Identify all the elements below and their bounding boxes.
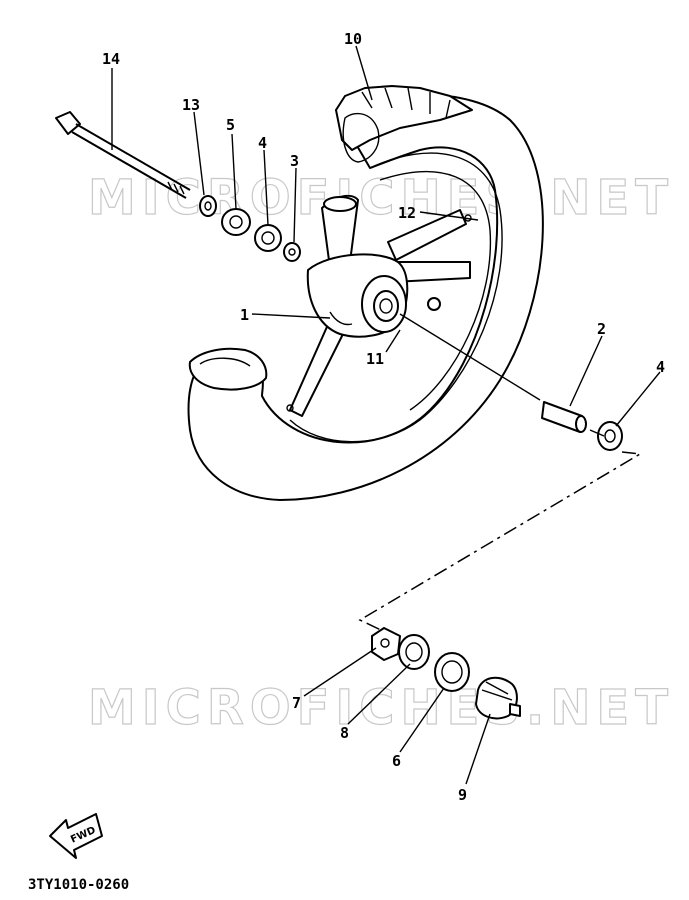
leader-12 — [419, 211, 479, 221]
leader-3 — [293, 167, 297, 243]
retainer-part-7 — [371, 627, 401, 661]
callout-9: 9 — [458, 786, 467, 804]
collar-part-13 — [199, 195, 217, 217]
leader-9 — [465, 713, 491, 785]
speedometer-gear-unit-part-9 — [475, 676, 521, 720]
spacer-part-2 — [541, 401, 587, 433]
callout-12: 12 — [398, 204, 416, 222]
callout-6: 6 — [392, 752, 401, 770]
leader-8 — [347, 663, 411, 725]
forward-arrow-icon: FWD — [49, 813, 103, 859]
bearing-part-4-right — [597, 421, 623, 451]
axis-line-right — [399, 313, 541, 401]
callout-2: 2 — [597, 320, 606, 338]
callout-14: 14 — [102, 50, 120, 68]
leader-1 — [251, 313, 331, 319]
callout-11: 11 — [366, 350, 384, 368]
axis-line-right-2 — [589, 429, 605, 437]
leader-4-right — [615, 371, 661, 427]
callout-7: 7 — [292, 694, 301, 712]
leader-10 — [355, 45, 373, 101]
callout-1: 1 — [240, 306, 249, 324]
callout-13: 13 — [182, 96, 200, 114]
diagram-code: 3TY1010-0260 — [28, 877, 129, 893]
collar-part-6 — [434, 652, 470, 692]
washer-part-3 — [283, 242, 301, 262]
leader-5 — [231, 133, 237, 210]
callout-4-upper: 4 — [258, 134, 267, 152]
axis-centerline — [358, 451, 643, 633]
leader-4-upper — [263, 149, 269, 226]
axle-part-14 — [55, 111, 191, 199]
callout-3: 3 — [290, 152, 299, 170]
leader-6 — [399, 687, 445, 753]
watermark-lower: MICROFICHES.NET — [88, 680, 674, 736]
callout-8: 8 — [340, 724, 349, 742]
callout-4-right: 4 — [656, 358, 665, 376]
oil-seal-part-5 — [221, 208, 251, 236]
bearing-part-4-upper — [254, 224, 282, 252]
leader-2 — [569, 335, 603, 407]
leader-7 — [303, 647, 377, 697]
callout-10: 10 — [344, 30, 362, 48]
watermark-upper: MICROFICHES.NET — [88, 170, 674, 226]
leader-11 — [385, 329, 401, 353]
oil-seal-part-8 — [398, 634, 430, 670]
callout-5: 5 — [226, 116, 235, 134]
hub-assembly — [306, 194, 441, 338]
leader-13 — [193, 111, 205, 196]
